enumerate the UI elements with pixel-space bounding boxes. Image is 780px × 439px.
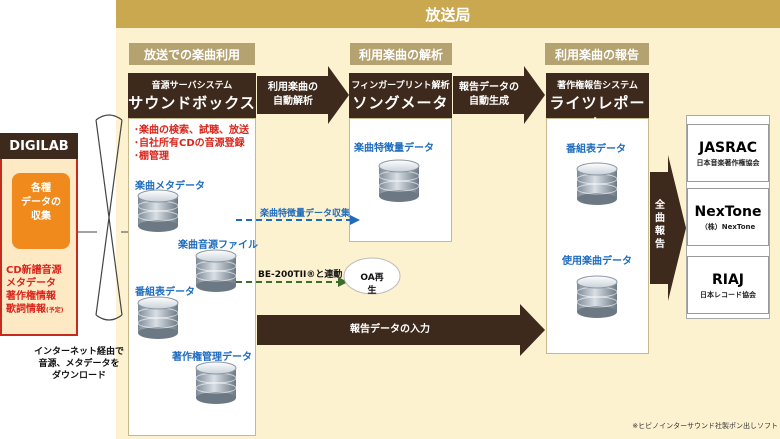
database-icon-music-files bbox=[195, 249, 237, 292]
arrow-label-report-input: 報告データの入力 bbox=[350, 324, 430, 335]
org-name: RIAJ bbox=[711, 272, 745, 288]
digilab-item-list: CD新譜音源 メタデータ 著作権情報 歌詞情報(予定) bbox=[6, 264, 78, 317]
arrow-label-full-report: 全 曲 報 告 bbox=[652, 199, 668, 251]
database-icon-music-meta bbox=[137, 189, 179, 232]
database-icon-lr-used-songs bbox=[576, 275, 618, 318]
digilab-item: メタデータ bbox=[6, 278, 56, 289]
badge-line: 各種 bbox=[31, 183, 51, 194]
db-label-rights-management: 著作権管理データ bbox=[172, 352, 252, 363]
dashed-arrow-head-green bbox=[338, 277, 348, 287]
org-nextone: NexTone （株）NexTone bbox=[687, 188, 769, 246]
digilab-data-collection-badge: 各種 データの 収集 bbox=[12, 173, 70, 249]
org-name: JASRAC bbox=[698, 140, 758, 156]
label-be200: BE-200TII®と連動 bbox=[258, 270, 343, 280]
arrow-label-line: 報告データの bbox=[459, 82, 519, 93]
section-header-report: 利用楽曲の報告 bbox=[545, 43, 649, 65]
digilab-item: CD新譜音源 bbox=[6, 265, 62, 276]
section-header-analysis: 利用楽曲の解析 bbox=[350, 43, 452, 65]
internet-cross-icon bbox=[95, 114, 123, 321]
arrow-label-auto-generate: 報告データの 自動生成 bbox=[458, 81, 520, 109]
songmeter-title: ソングメーター bbox=[352, 94, 449, 133]
dashed-arrow-head-blue bbox=[350, 215, 360, 225]
internet-download-note: インターネット経由で 音源、メタデータを ダウンロード bbox=[24, 346, 134, 382]
arrow-report-input bbox=[257, 304, 545, 356]
section-header-usage: 放送での楽曲利用 bbox=[129, 43, 255, 65]
arrow-auto-generate bbox=[453, 66, 545, 124]
note-line: 音源、メタデータを bbox=[38, 359, 120, 369]
db-label-lr-program: 番組表データ bbox=[566, 144, 626, 155]
db-label-music-files: 楽曲音源ファイル bbox=[178, 240, 258, 251]
arrow-label-line: 利用楽曲の bbox=[268, 82, 318, 93]
soundbox-feature: ･自社所有CDの音源登録 bbox=[134, 138, 245, 149]
org-subname: （株）NexTone bbox=[700, 223, 756, 231]
database-icon-lr-program bbox=[576, 162, 618, 205]
org-name: NexTone bbox=[694, 204, 762, 220]
digilab-item: 著作権情報 bbox=[6, 291, 56, 302]
db-label-program-schedule: 番組表データ bbox=[135, 287, 195, 298]
station-title: 放送局 bbox=[116, 0, 780, 28]
badge-line: データの bbox=[21, 197, 61, 208]
org-jasrac: JASRAC 日本音楽著作権協会 bbox=[687, 124, 769, 182]
org-riaj: RIAJ 日本レコード協会 bbox=[687, 256, 769, 314]
oa-playback-circle bbox=[343, 257, 401, 295]
arrow-label-auto-analysis: 利用楽曲の 自動解析 bbox=[262, 81, 324, 109]
digilab-title: DIGILAB bbox=[0, 133, 78, 159]
lightreport-title: ライツレポート bbox=[549, 94, 646, 133]
label-oa-playback: OA再生 bbox=[360, 273, 384, 296]
songmeter-subtitle: フィンガープリント解析 bbox=[351, 81, 450, 91]
note-line: ダウンロード bbox=[51, 371, 106, 381]
db-label-lr-used-songs: 使用楽曲データ bbox=[562, 256, 632, 267]
arrow-label-char: 報 bbox=[655, 226, 665, 237]
arrow-label-char: 曲 bbox=[655, 213, 665, 224]
soundbox-subtitle: 音源サーバシステム bbox=[151, 81, 233, 91]
arrow-auto-analysis bbox=[257, 66, 349, 124]
arrow-label-line: 自動生成 bbox=[469, 96, 509, 107]
db-label-feature-data: 楽曲特徴量データ bbox=[354, 143, 434, 154]
arrow-label-char: 全 bbox=[655, 200, 665, 211]
soundbox-feature-list: ･楽曲の検索、試聴、放送 ･自社所有CDの音源登録 ･棚管理 bbox=[134, 124, 254, 163]
badge-line: 収集 bbox=[31, 211, 51, 222]
lyrics-note: (予定) bbox=[46, 307, 64, 314]
songmeter-header: フィンガープリント解析 ソングメーター bbox=[349, 73, 452, 133]
soundbox-title: サウンドボックス bbox=[128, 94, 256, 112]
digilab-item-lyrics: 歌詞情報(予定) bbox=[6, 303, 78, 317]
database-icon-feature-data bbox=[378, 159, 420, 202]
org-subname: 日本音楽著作権協会 bbox=[696, 159, 760, 167]
soundbox-feature: ･棚管理 bbox=[134, 151, 169, 162]
db-label-music-meta: 楽曲メタデータ bbox=[135, 181, 205, 192]
lightreport-header: 著作権報告システム ライツレポート bbox=[546, 73, 649, 133]
database-icon-program-schedule bbox=[137, 296, 179, 339]
org-subname: 日本レコード協会 bbox=[700, 291, 756, 299]
arrow-label-line: 自動解析 bbox=[273, 96, 313, 107]
arrow-label-char: 告 bbox=[655, 239, 665, 250]
lyrics-label: 歌詞情報 bbox=[6, 304, 46, 315]
soundbox-feature: ･楽曲の検索、試聴、放送 bbox=[134, 125, 249, 136]
database-icon-rights-management bbox=[195, 361, 237, 404]
footnote: ※ヒビノインターサウンド社製ポン出しソフト bbox=[632, 422, 778, 430]
label-feature-collect: 楽曲特徴量データ収集 bbox=[260, 209, 351, 219]
arrow-full-report bbox=[650, 155, 686, 301]
soundbox-header: 音源サーバシステム サウンドボックス bbox=[128, 73, 256, 118]
lightreport-subtitle: 著作権報告システム bbox=[557, 81, 638, 91]
note-line: インターネット経由で bbox=[33, 347, 124, 357]
